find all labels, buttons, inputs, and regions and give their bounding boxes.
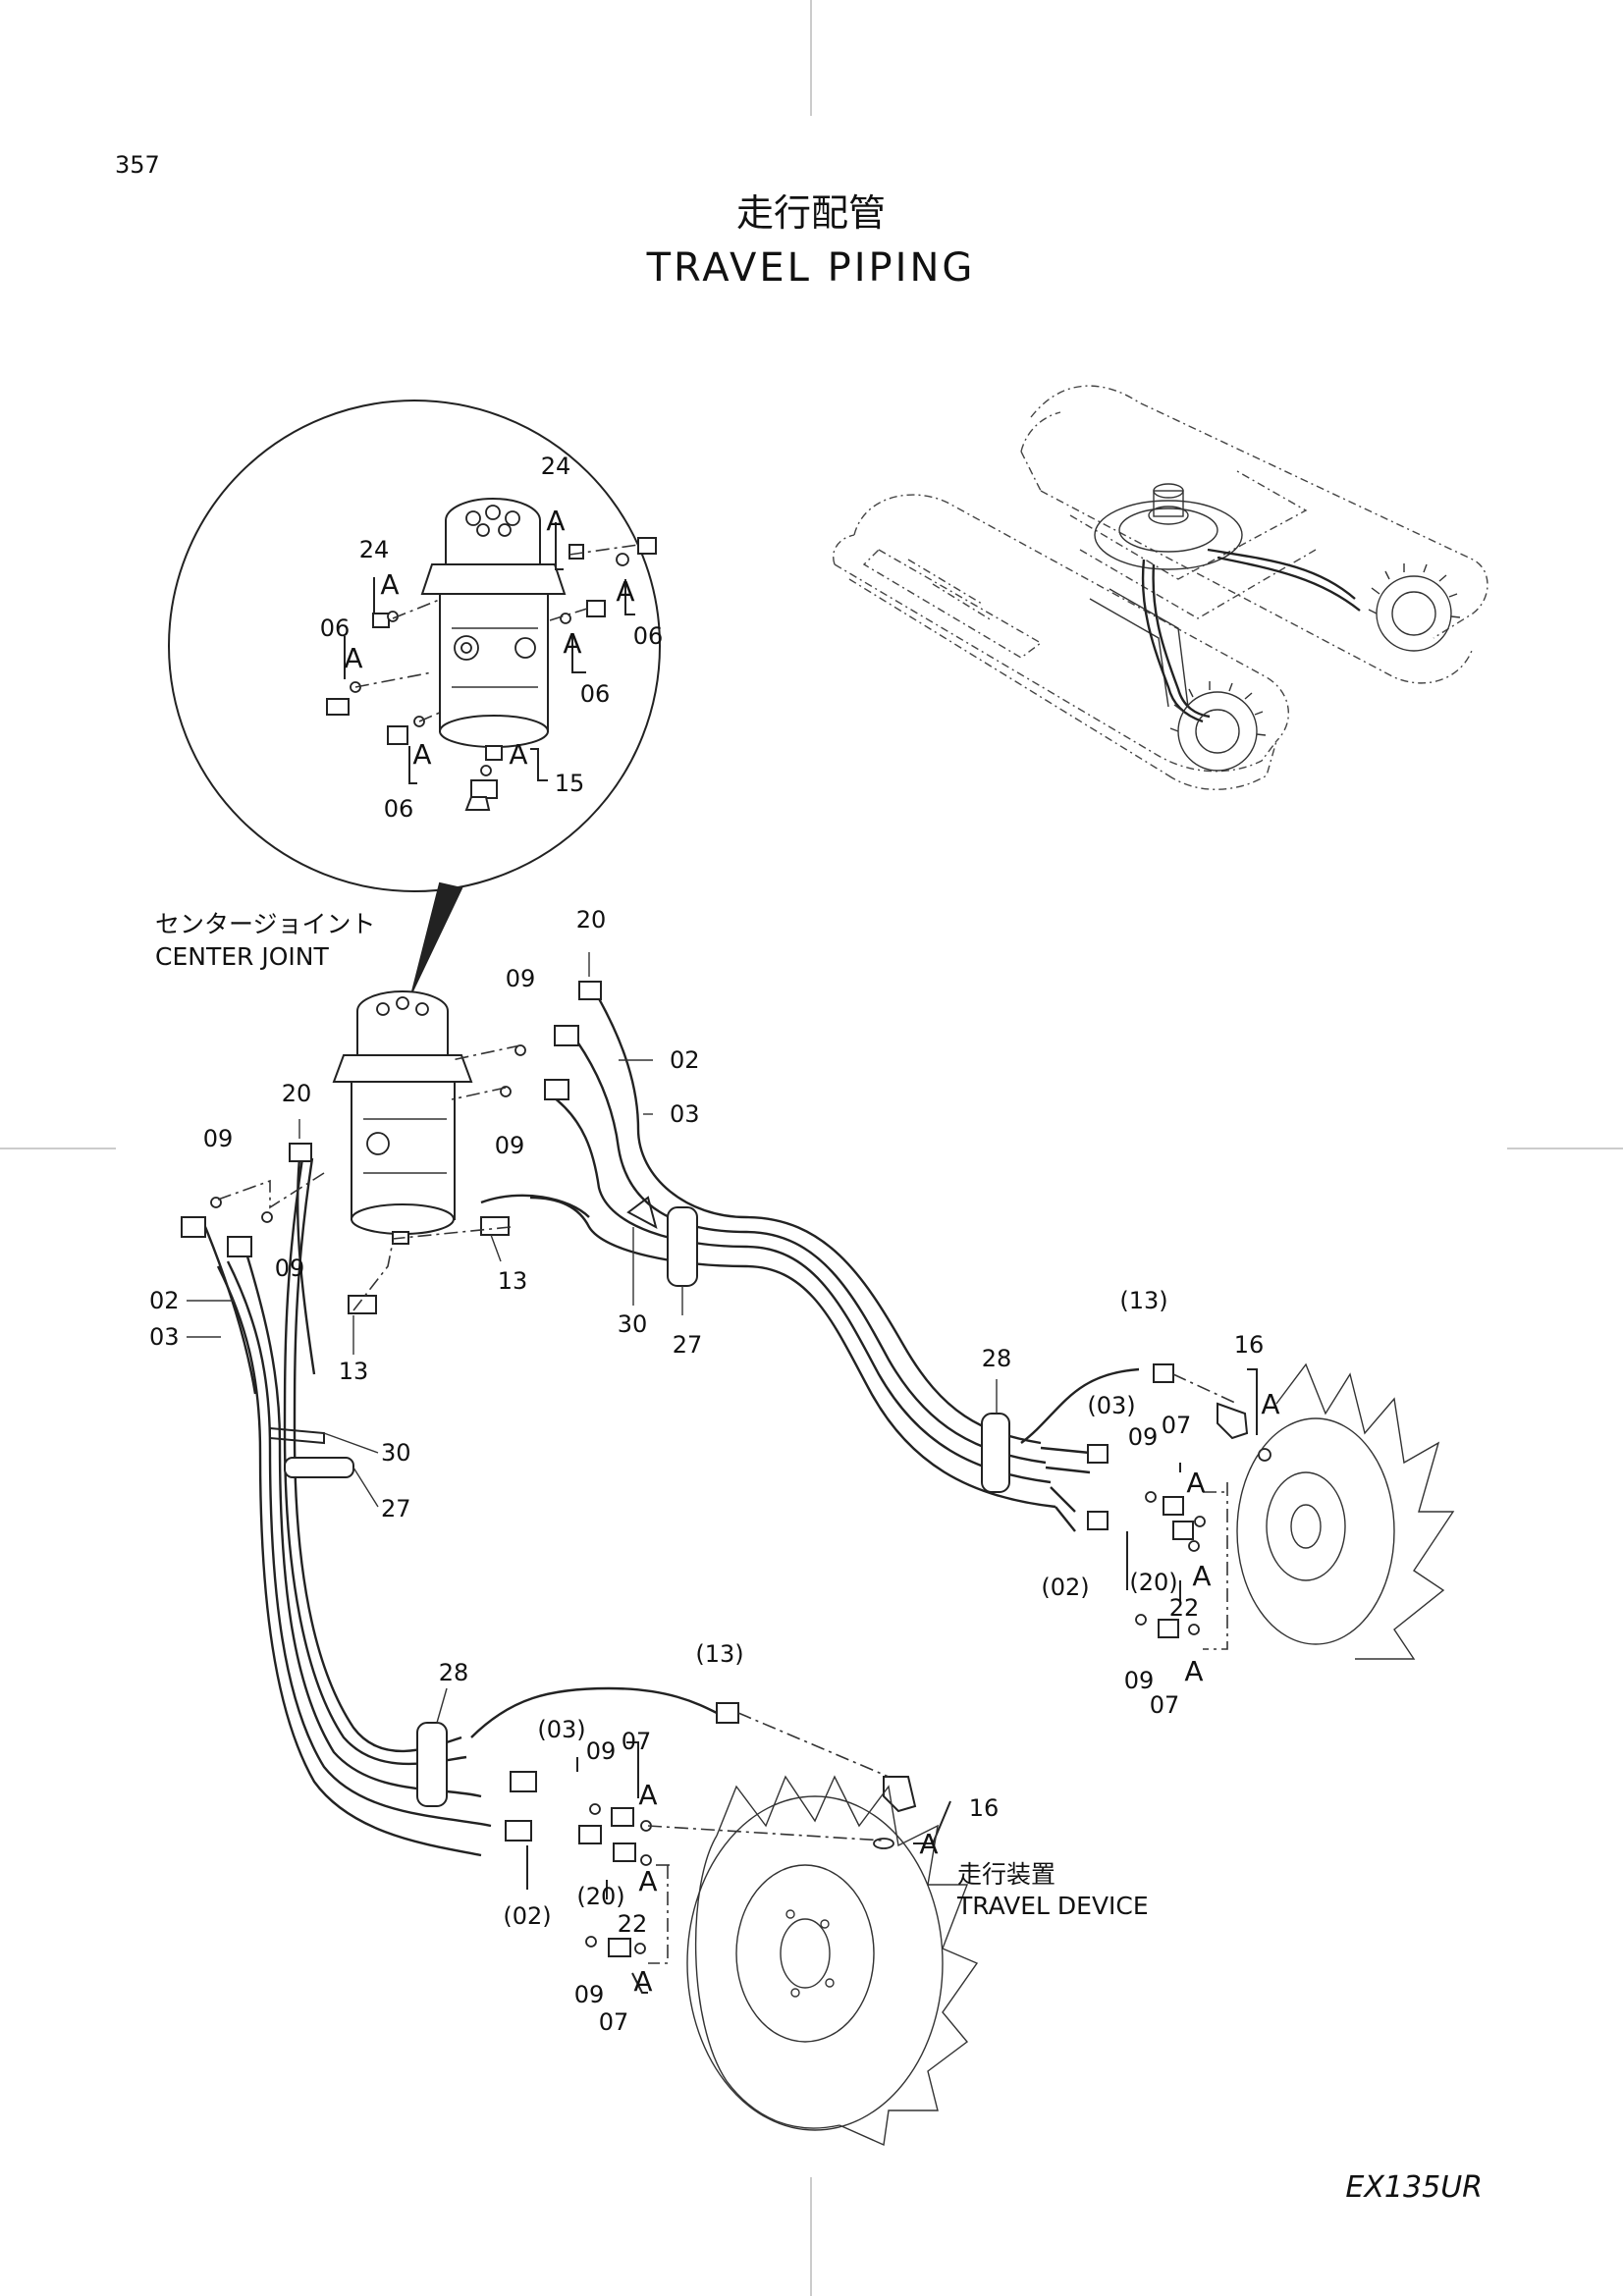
callout-number: 02	[670, 1046, 700, 1074]
callout-number: A	[633, 1965, 652, 1998]
callout-number: (03)	[1087, 1392, 1135, 1419]
callout-number: 20	[282, 1080, 312, 1107]
callout-number: A	[1186, 1467, 1205, 1499]
callout-number: 28	[439, 1659, 469, 1686]
callout-number: A	[380, 568, 399, 601]
callout-number: A	[638, 1865, 657, 1897]
callout-number: 30	[618, 1310, 648, 1338]
inset-circle	[168, 400, 661, 892]
callout-number: 03	[670, 1100, 700, 1128]
page-number: 357	[115, 151, 160, 179]
center-joint-inset: 24 A 24 A 06 A A 06 A 06 A 06 A 15	[168, 400, 664, 992]
callout-number: 20	[576, 906, 607, 934]
callout-number: 07	[599, 2008, 629, 2036]
callout-labels: 20 09 02 03 09 20 09 09 02 03 13 13 30 2…	[149, 906, 1280, 2036]
callout-number: 06	[320, 614, 351, 642]
callout-number: (20)	[576, 1883, 624, 1910]
callout-number: A	[563, 627, 581, 660]
callout-number: 13	[498, 1267, 528, 1295]
tie-30-left	[269, 1426, 325, 1445]
callout-number: 07	[622, 1728, 652, 1755]
callout-number: A	[412, 738, 431, 771]
clamp-28-right	[981, 1413, 1010, 1493]
clamp-28-low	[416, 1722, 448, 1807]
callout-number: A	[616, 575, 634, 608]
callout-number: 03	[149, 1323, 180, 1351]
callout-number: A	[1192, 1560, 1211, 1592]
callout-number: 06	[580, 680, 611, 708]
travel-device-label-jp: 走行装置	[957, 1860, 1055, 1889]
callout-number: (03)	[537, 1716, 585, 1743]
center-joint-label-jp: センタージョイント	[155, 910, 376, 938]
travel-device-right	[1236, 1362, 1455, 1660]
callout-number: (13)	[1119, 1287, 1167, 1314]
clamp-27-left	[284, 1457, 354, 1478]
callout-number: 09	[574, 1981, 605, 2008]
callout-number: 09	[495, 1132, 525, 1159]
callout-number: 09	[1128, 1423, 1159, 1451]
travel-device-lower	[686, 1775, 979, 2147]
callout-number: 02	[149, 1287, 180, 1314]
undercarriage-overview	[833, 385, 1488, 790]
callout-number: (02)	[1041, 1574, 1089, 1601]
callout-number: A	[344, 642, 362, 674]
callout-number: 09	[506, 965, 536, 992]
callout-number: A	[919, 1828, 938, 1860]
callout-number: A	[1261, 1388, 1279, 1420]
clamp-27-mid	[667, 1206, 698, 1287]
title-japanese: 走行配管	[736, 191, 886, 235]
callout-number: 30	[381, 1439, 411, 1467]
callout-number: A	[1184, 1655, 1203, 1687]
callout-number: (13)	[695, 1640, 743, 1668]
callout-number: 24	[359, 536, 390, 563]
callout-number: 24	[541, 453, 571, 480]
inset-leader	[411, 881, 463, 992]
callout-number: 07	[1162, 1412, 1192, 1439]
main-assembly	[181, 952, 1455, 2147]
title-english: TRAVEL PIPING	[646, 245, 976, 291]
callout-number: 06	[384, 795, 414, 823]
callout-number: 09	[1124, 1667, 1155, 1694]
callout-number: 27	[673, 1331, 703, 1359]
callout-number: A	[509, 738, 527, 771]
callout-number: 22	[1169, 1594, 1200, 1622]
callout-number: 06	[633, 622, 664, 650]
callout-number: (02)	[503, 1902, 551, 1930]
callout-number: 07	[1150, 1691, 1180, 1719]
callout-number: 09	[586, 1737, 617, 1765]
callout-number: 15	[555, 770, 585, 797]
callout-number: (20)	[1129, 1569, 1177, 1596]
model-code: EX135UR	[1345, 2170, 1483, 2205]
callout-number: 27	[381, 1495, 411, 1522]
callout-number: 09	[203, 1125, 234, 1152]
callout-number: A	[546, 505, 565, 537]
callout-number: 28	[982, 1345, 1012, 1372]
callout-number: 09	[275, 1255, 305, 1282]
callout-number: 16	[1234, 1331, 1265, 1359]
travel-device-label-en: TRAVEL DEVICE	[956, 1892, 1149, 1920]
callout-number: 22	[618, 1910, 648, 1938]
callout-number: 16	[969, 1794, 1000, 1822]
callout-number: 13	[339, 1358, 369, 1385]
center-joint-label-en: CENTER JOINT	[155, 942, 329, 971]
callout-number: A	[638, 1779, 657, 1811]
tie-30-mid	[626, 1196, 658, 1229]
